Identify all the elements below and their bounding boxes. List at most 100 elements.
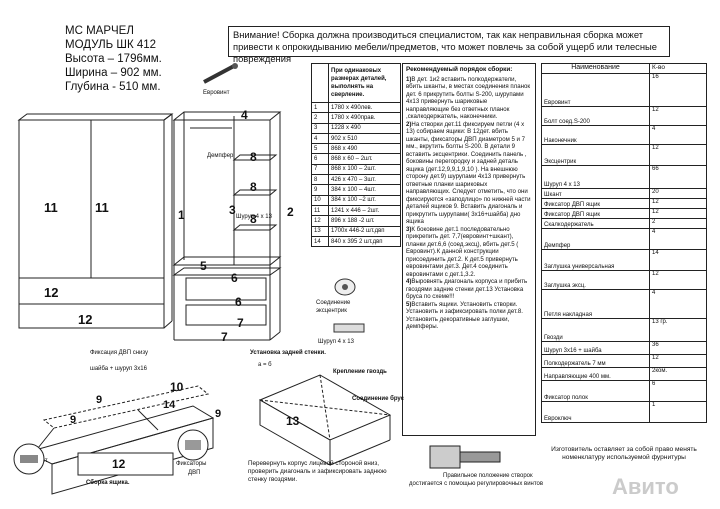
product-title-block: МС МАРЧЕЛ МОДУЛЬ ШК 412 Высота – 1796мм.…: [65, 24, 162, 94]
wardrobe-front-drawing: [17, 113, 174, 329]
drawer-assembly-drawing: [26, 385, 215, 495]
sizes-row-value: 868 x 60 – 2шт.: [328, 153, 401, 165]
parts-table-header: Наименование К-во: [541, 63, 707, 74]
sizes-row: 8 426 x 470 – 3шт.: [311, 174, 401, 186]
parts-row-qty: 6: [649, 380, 707, 402]
parts-row-qty: 12: [649, 144, 707, 166]
parts-header-qty: К-во: [649, 63, 707, 74]
label-6b: 6: [235, 295, 242, 309]
parts-row: Евроключ 1: [541, 401, 707, 423]
label-regul: достигается с помощью регулировочных вин…: [409, 481, 544, 487]
label-4-top: 4: [241, 108, 248, 122]
sizes-row: 1 1780 x 490лев.: [311, 101, 401, 114]
parts-row: Фиксатор ДВП ящик 12: [541, 208, 707, 219]
sizes-row-num: 14: [311, 235, 329, 248]
parts-row: Фиксатор полок 6: [541, 380, 707, 402]
label-8b: 8: [250, 180, 257, 194]
parts-row-qty: 16: [649, 73, 707, 107]
sizes-row-num: 2: [311, 112, 329, 124]
parts-row: Евровинт 16: [541, 73, 707, 107]
parts-row-qty: 12: [649, 106, 707, 126]
sizes-row: 6 868 x 60 – 2шт.: [311, 153, 401, 165]
parts-row-qty: 13 гр.: [649, 318, 707, 342]
instruction-step-text: Выровнять диагональ корпуса и прибить гв…: [406, 278, 528, 300]
sizes-row-num: 9: [311, 184, 329, 196]
evrovint-icon: [203, 63, 238, 84]
sizes-row-value: 384 x 100 –2 шт.: [328, 194, 401, 206]
sizes-row-num: 1: [311, 101, 329, 114]
parts-row-name: Евровинт: [541, 73, 650, 107]
sizes-row: 5 868 x 490: [311, 143, 401, 155]
parts-row-name: Евроключ: [541, 401, 650, 423]
label-pravilnoe: Правильное положение створок: [443, 473, 533, 479]
parts-note: Изготовитель оставляет за собой право ме…: [551, 446, 697, 461]
sizes-row: 9 384 x 100 – 4шт.: [311, 184, 401, 196]
parts-row: Полкодержатель 7 мм 12: [541, 354, 707, 368]
parts-row-name: Направляющие 400 мм.: [541, 367, 650, 381]
parts-row: Скалкодержатель 2: [541, 218, 707, 229]
warning-box: Внимание! Сборка должна производиться сп…: [228, 26, 670, 64]
instruction-step-num: 3): [406, 225, 412, 233]
sizes-table: При одинаковых размерах деталей, выполня…: [311, 63, 401, 248]
label-11-left: 11: [44, 200, 58, 215]
label-dempfer: Демпфер: [207, 153, 234, 159]
wardrobe-interior-drawing: [172, 111, 282, 341]
label-12-lower: 12: [78, 312, 93, 327]
parts-row-name: Наконечник: [541, 125, 650, 145]
product-brand: МС МАРЧЕЛ: [65, 25, 134, 37]
label-9a: 9: [96, 394, 103, 406]
sizes-row: 7 868 x 100 – 2шт.: [311, 163, 401, 176]
instruction-step-text: В дет. 1и2 вставить полкодержатели, вбит…: [406, 75, 531, 121]
sizes-row-num: 10: [311, 194, 329, 206]
instruction-step-num: 2): [406, 120, 412, 128]
label-sborka: Сборка ящика.: [86, 480, 130, 486]
instruction-step: 1)В дет. 1и2 вставить полкодержатели, вб…: [406, 76, 532, 121]
label-7b: 7: [221, 330, 228, 344]
parts-row: Заглушка эксц. 12: [541, 270, 707, 290]
parts-row: Направляющие 400 мм. 2ком.: [541, 367, 707, 381]
back-panel-drawing: [258, 374, 392, 466]
label-ekscentrik: эксцентрик: [316, 308, 347, 314]
sizes-row-value: 868 x 100 – 2шт.: [328, 163, 401, 176]
label-eq: a = б: [258, 362, 272, 368]
parts-row: Эксцентрик 12: [541, 144, 707, 166]
parts-row-qty: 4: [649, 289, 707, 319]
label-shurup-413-a: Шуруп 4 х 13: [236, 214, 272, 220]
label-5: 5: [200, 259, 207, 273]
parts-row-qty: 12: [649, 208, 707, 219]
label-soedinenie: Соединение: [316, 300, 351, 306]
sizes-row: 14 840 x 395 2 шт.двп: [311, 235, 401, 248]
sizes-row: 12 896 x 188 -2 шт.: [311, 215, 401, 227]
sizes-table-header: При одинаковых размерах деталей, выполня…: [311, 63, 401, 103]
parts-row-name: Заглушка универсальная: [541, 249, 650, 271]
sizes-row-num: 11: [311, 204, 329, 217]
instruction-step-num: 1): [406, 75, 412, 83]
parts-row-qty: 66: [649, 165, 707, 189]
sizes-row-value: 1228 x 490: [328, 122, 401, 134]
parts-row-name: Шуруп 3х16 + шайба: [541, 341, 650, 355]
parts-row-qty: 2ком.: [649, 367, 707, 381]
sizes-row-num: 8: [311, 174, 329, 186]
instruction-step: 4)Выровнять диагональ корпуса и прибить …: [406, 278, 532, 301]
label-fiksatory: Фиксаторы: [176, 461, 207, 467]
parts-row-name: Демпфер: [541, 228, 650, 250]
instruction-step-text: На створки дет.11 фиксируем петли (4 х 1…: [406, 120, 531, 226]
parts-row-name: Петля накладная: [541, 289, 650, 319]
instruction-step-num: 5): [406, 300, 412, 308]
label-9c: 9: [215, 408, 222, 420]
label-perevernut: Перевернуть корпус лицевой стороной вниз…: [248, 460, 387, 483]
parts-row-qty: 36: [649, 341, 707, 355]
sizes-row-num: 3: [311, 122, 329, 134]
parts-row: Петля накладная 4: [541, 289, 707, 319]
parts-row-name: Гвозди: [541, 318, 650, 342]
parts-row: Болт соед.S-200 12: [541, 106, 707, 126]
shkant-detail-icon: [13, 443, 45, 475]
sizes-row: 11 1241 x 446 – 2шт.: [311, 204, 401, 217]
parts-row-qty: 12: [649, 354, 707, 368]
sizes-row-num: 13: [311, 225, 329, 237]
sizes-row-num: 6: [311, 153, 329, 165]
label-8a: 8: [250, 150, 257, 164]
sizes-row-value: 1780 x 490лев.: [328, 101, 401, 114]
sizes-row: 3 1228 x 490: [311, 122, 401, 134]
